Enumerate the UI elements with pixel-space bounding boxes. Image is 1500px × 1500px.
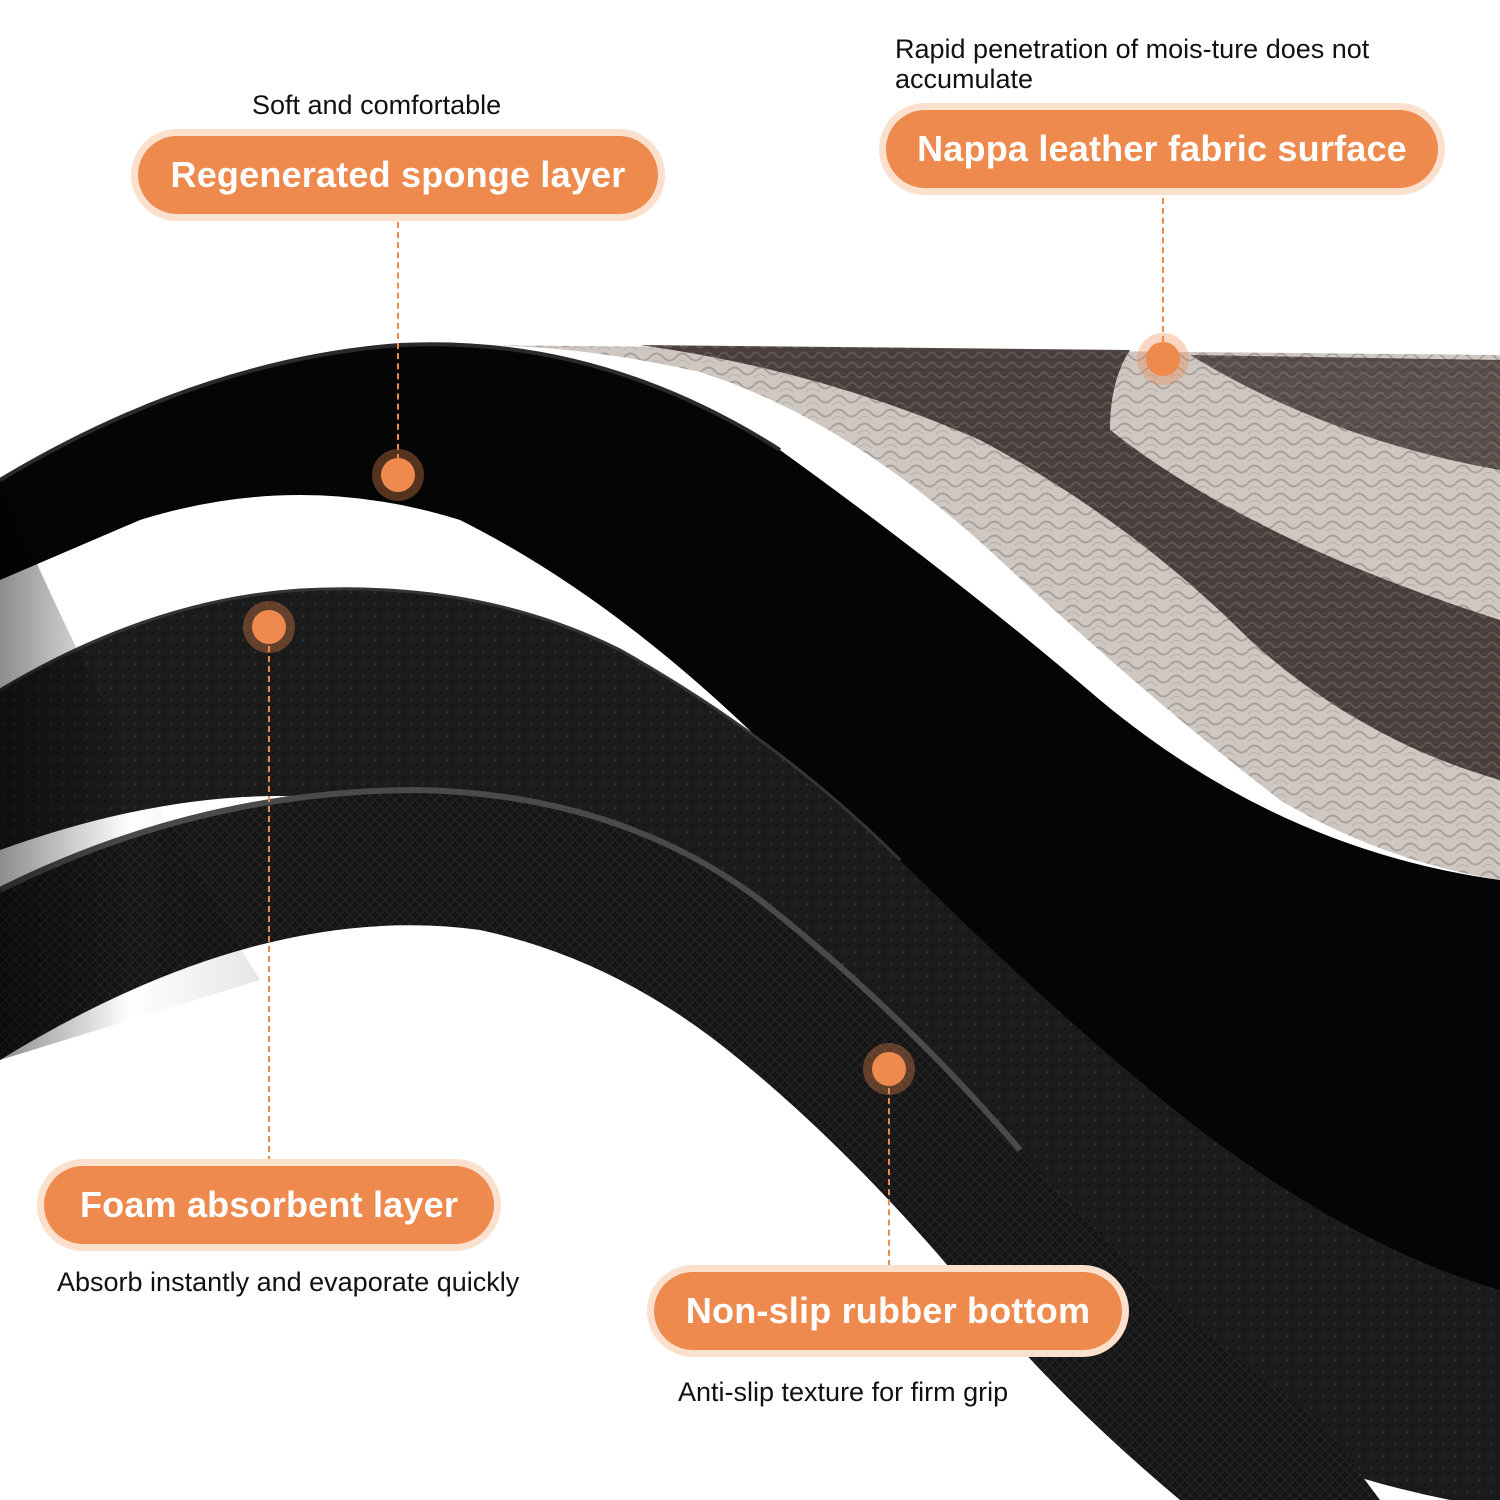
rubber-leader-line — [888, 1088, 890, 1266]
fabric-surface — [470, 345, 1500, 880]
foam-leader-line — [268, 646, 270, 1162]
sponge-label-pill: Regenerated sponge layer — [138, 136, 658, 214]
sponge-leader-line — [397, 222, 399, 460]
sponge-caption: Soft and comfortable — [252, 90, 502, 120]
fabric-dark-stripe — [640, 345, 1500, 780]
foam-marker-dot — [252, 610, 286, 644]
foam-caption: Absorb instantly and evaporate quickly — [57, 1267, 520, 1297]
nappa-marker-dot — [1146, 342, 1180, 376]
rubber-marker-dot — [872, 1052, 906, 1086]
rubber-label-pill: Non-slip rubber bottom — [654, 1272, 1122, 1350]
nappa-leader-line — [1162, 198, 1164, 342]
nappa-label-pill: Nappa leather fabric surface — [886, 110, 1438, 188]
foam-label-pill: Foam absorbent layer — [44, 1166, 494, 1244]
rubber-caption: Anti-slip texture for firm grip — [678, 1377, 1009, 1407]
sponge-marker-dot — [381, 458, 415, 492]
nappa-caption: Rapid penetration of mois-ture does not … — [895, 34, 1370, 94]
